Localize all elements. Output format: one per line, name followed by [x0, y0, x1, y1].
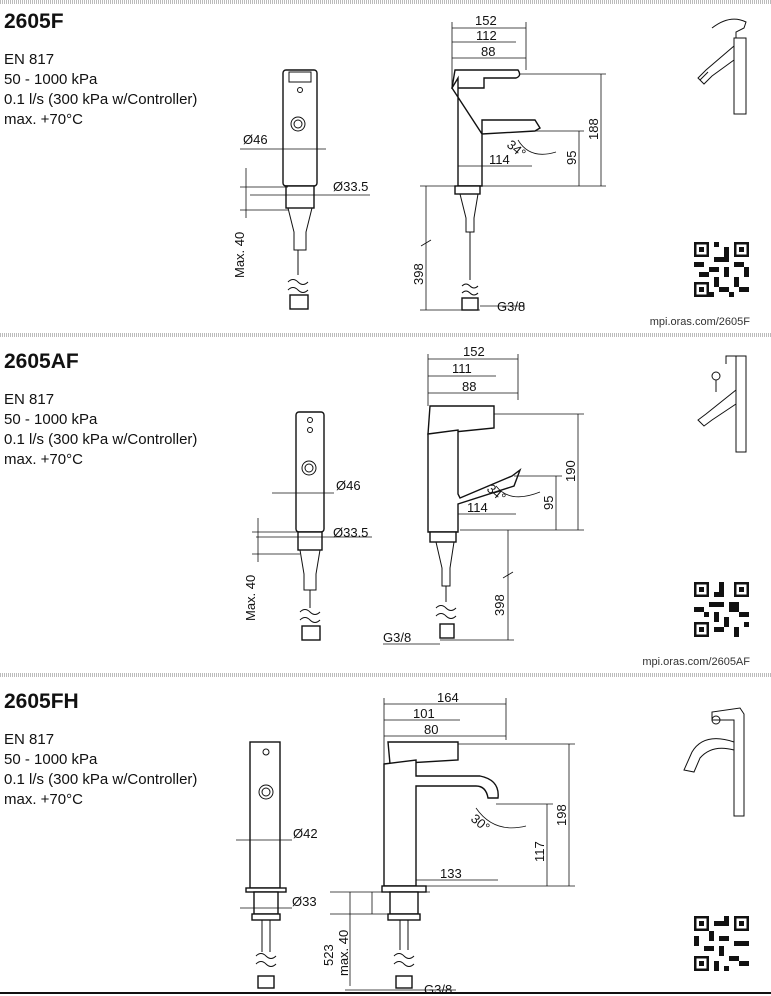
product-section-2605F: 2605F EN 817 50 - 1000 kPa 0.1 l/s (300 … [0, 0, 771, 338]
section-divider [0, 673, 771, 677]
dim-hose-length: 398 [411, 263, 426, 285]
dim-base-diameter: Ø33.5 [333, 525, 368, 540]
dim-spout-height: 95 [564, 151, 579, 165]
spec-list: EN 817 50 - 1000 kPa 0.1 l/s (300 kPa w/… [4, 390, 197, 470]
technical-drawing: Ø46 Ø33.5 Max. 40 [232, 13, 747, 314]
technical-drawing: Ø46 Ø33.5 Max. 40 [243, 344, 747, 645]
qr-code[interactable] [694, 242, 749, 297]
side-view: 152 111 88 190 95 114 34° 398 G3/8 [383, 344, 584, 645]
dim-spout-height: 117 [532, 841, 547, 862]
dim-base-diameter: Ø33.5 [333, 179, 368, 194]
dim-reach: 114 [467, 500, 488, 515]
spec-temperature: max. +70°C [4, 111, 83, 128]
dim-mid-width: 111 [452, 361, 472, 376]
spec-list: EN 817 50 - 1000 kPa 0.1 l/s (300 kPa w/… [4, 730, 197, 810]
technical-drawing: Ø42 Ø33 164 101 80 [236, 690, 745, 996]
spec-pressure: 50 - 1000 kPa [4, 71, 98, 88]
dim-spout-width: 88 [481, 44, 495, 59]
model-title: 2605F [4, 10, 64, 33]
front-view: Ø42 Ø33 [236, 741, 318, 989]
dim-thread: G3/8 [497, 299, 525, 314]
faucet-thumbnail [697, 355, 747, 453]
dim-max-depth: Max. 40 [243, 575, 258, 621]
spec-pressure: 50 - 1000 kPa [4, 411, 98, 428]
dim-mid-width: 101 [413, 706, 435, 721]
spec-temperature: max. +70°C [4, 451, 83, 468]
dim-hose-length: 523 [321, 944, 336, 966]
faucet-thumbnail [697, 18, 747, 115]
dim-spout-height: 95 [541, 496, 556, 510]
dim-total-height: 188 [586, 118, 601, 140]
front-view: Ø46 Ø33.5 Max. 40 [232, 69, 370, 310]
dim-total-height: 198 [554, 804, 569, 826]
product-section-2605AF: 2605AF EN 817 50 - 1000 kPa 0.1 l/s (300… [0, 340, 771, 678]
spec-flow: 0.1 l/s (300 kPa w/Controller) [4, 771, 198, 788]
top-divider [0, 0, 771, 4]
dim-mid-width: 112 [476, 28, 497, 43]
product-section-2605FH: 2605FH EN 817 50 - 1000 kPa 0.1 l/s (300… [0, 680, 771, 996]
bottom-border [0, 992, 771, 994]
product-url[interactable]: mpi.oras.com/2605F [649, 316, 750, 328]
dim-total-width: 152 [475, 13, 497, 28]
faucet-thumbnail [683, 707, 745, 817]
model-title: 2605AF [4, 350, 79, 373]
side-view: 152 112 88 188 95 114 34° 3 [411, 13, 606, 314]
dim-thread: G3/8 [383, 630, 411, 645]
spec-list: EN 817 50 - 1000 kPa 0.1 l/s (300 kPa w/… [4, 50, 197, 130]
dim-body-diameter: Ø42 [293, 826, 318, 841]
qr-code[interactable] [694, 582, 749, 637]
dim-spout-width: 80 [424, 722, 438, 737]
dim-total-width: 152 [463, 344, 485, 359]
spec-pressure: 50 - 1000 kPa [4, 751, 98, 768]
dim-total-width: 164 [437, 690, 459, 705]
dim-max-depth: max. 40 [336, 930, 351, 976]
side-view: 164 101 80 198 117 133 30° 523 max. 4 [321, 690, 575, 996]
spec-standard: EN 817 [4, 731, 55, 748]
dim-body-diameter: Ø46 [336, 478, 361, 493]
dim-spout-width: 88 [462, 379, 476, 394]
dim-hose-length: 398 [492, 594, 507, 616]
spec-standard: EN 817 [4, 391, 55, 408]
dim-spout-angle: 30° [468, 811, 493, 835]
section-divider [0, 333, 771, 337]
model-title: 2605FH [4, 690, 79, 713]
spec-flow: 0.1 l/s (300 kPa w/Controller) [4, 431, 198, 448]
qr-code[interactable] [694, 916, 749, 971]
dim-reach: 114 [489, 152, 510, 167]
spec-temperature: max. +70°C [4, 791, 83, 808]
dim-total-height: 190 [563, 460, 578, 482]
product-url[interactable]: mpi.oras.com/2605AF [642, 656, 750, 668]
dim-max-depth: Max. 40 [232, 232, 247, 278]
dim-body-diameter: Ø46 [243, 132, 268, 147]
dim-base-diameter: Ø33 [292, 894, 317, 909]
spec-standard: EN 817 [4, 51, 55, 68]
spec-flow: 0.1 l/s (300 kPa w/Controller) [4, 91, 198, 108]
dim-reach: 133 [440, 866, 462, 881]
front-view: Ø46 Ø33.5 Max. 40 [243, 411, 372, 641]
